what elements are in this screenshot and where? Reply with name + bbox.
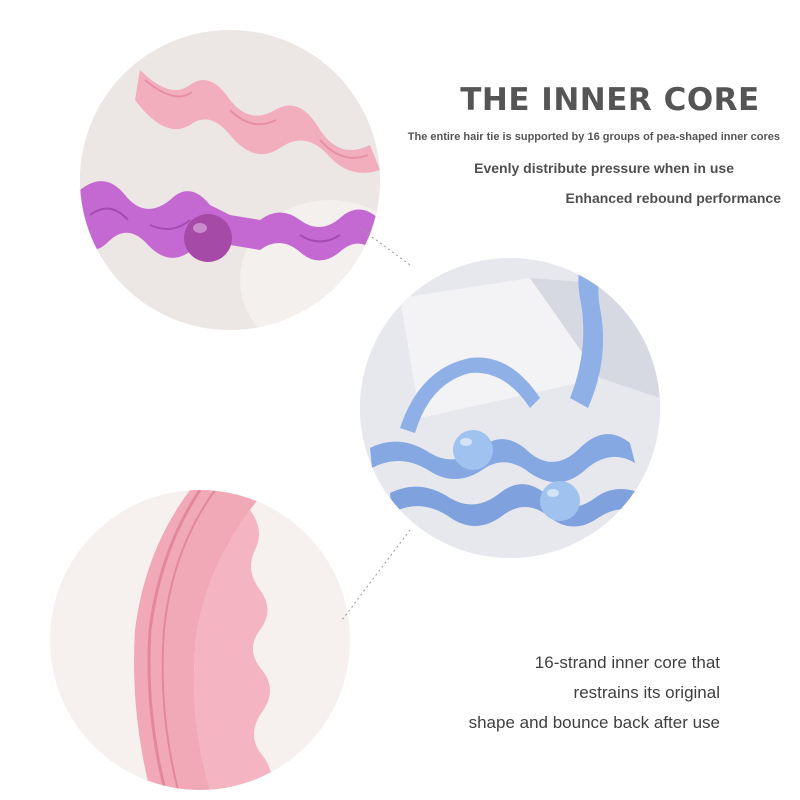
- photo-blue-hair-ties: [360, 258, 660, 558]
- feature-line-pressure: Evenly distribute pressure when in use: [474, 160, 734, 176]
- page-title: THE INNER CORE: [460, 82, 760, 118]
- photo-pink-purple-hair-ties: [80, 30, 380, 330]
- pink-purple-hair-tie-illustration: [80, 30, 380, 330]
- pink-hair-tie-illustration: [50, 490, 350, 790]
- bottom-line-3: shape and bounce back after use: [468, 713, 720, 732]
- feature-line-rebound: Enhanced rebound performance: [565, 190, 781, 206]
- bottom-line-2: restrains its original: [573, 683, 720, 702]
- blue-hair-tie-illustration: [360, 258, 660, 558]
- bottom-description: 16-strand inner core that restrains its …: [469, 648, 720, 738]
- photo-pink-hair-tie-closeup: [50, 490, 350, 790]
- bottom-line-1: 16-strand inner core that: [534, 653, 720, 672]
- subtitle: The entire hair tie is supported by 16 g…: [407, 131, 780, 143]
